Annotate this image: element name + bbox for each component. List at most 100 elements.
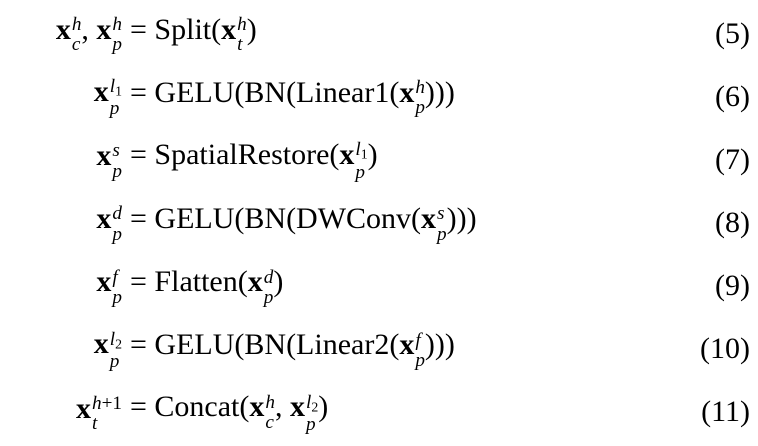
superscript: h <box>237 14 247 36</box>
equation-number: (8) <box>715 205 750 239</box>
math-text: ))) <box>446 202 477 236</box>
variable-base: x <box>421 202 437 236</box>
superscript: h <box>71 14 82 36</box>
variable-base: x <box>221 12 237 46</box>
nested-subscript: 1 <box>360 146 368 162</box>
math-text: = Flatten( <box>130 265 248 299</box>
superscript: l1 <box>355 139 368 162</box>
variable-base: x <box>289 390 305 424</box>
variable-base: x <box>93 74 109 108</box>
nested-subscript: 1 <box>115 83 122 99</box>
subscript: p <box>112 34 122 56</box>
subscript: c <box>71 34 81 56</box>
superscript: s <box>112 140 120 162</box>
math-text: = GELU(BN(DWConv( <box>130 202 422 236</box>
subscript: p <box>112 160 122 182</box>
superscript: f <box>112 266 118 288</box>
subscript: p <box>415 349 425 371</box>
superscript: d <box>263 266 274 288</box>
variable-base: x <box>399 75 415 109</box>
equation-number: (10) <box>700 332 750 366</box>
subscript: p <box>305 414 316 436</box>
variable-base: x <box>96 265 112 299</box>
subscript: p <box>355 161 365 183</box>
math-text: = GELU(BN(Linear2( <box>130 328 400 362</box>
superscript: l2 <box>305 391 319 415</box>
math-text: = SpatialRestore( <box>130 137 340 171</box>
subscript: t <box>237 34 243 56</box>
variable-base: x <box>93 327 109 361</box>
superscript: s <box>437 203 445 225</box>
equation-number: (7) <box>715 142 750 176</box>
equation-number: (6) <box>715 79 750 113</box>
math-text: = Split( <box>130 12 222 46</box>
subscript: p <box>263 286 274 308</box>
equation-number: (11) <box>701 395 750 429</box>
equation-number: (9) <box>715 269 750 303</box>
math-text: ) <box>246 12 257 46</box>
subscript: p <box>112 223 122 245</box>
math-text: , <box>81 12 97 46</box>
math-text: ) <box>273 265 284 299</box>
variable-base: x <box>399 328 415 362</box>
subscript: p <box>109 98 120 120</box>
superscript: d <box>112 203 122 225</box>
superscript: h+1 <box>91 392 122 414</box>
math-text: , <box>274 390 290 424</box>
subscript: p <box>415 97 425 119</box>
math-text: ))) <box>424 328 455 362</box>
math-text: = Concat( <box>130 390 250 424</box>
variable-base: x <box>55 12 71 46</box>
subscript: t <box>91 413 98 435</box>
superscript: l2 <box>109 328 122 352</box>
nested-subscript: 2 <box>311 399 319 415</box>
math-text: ))) <box>424 75 455 109</box>
variable-base: x <box>75 391 91 425</box>
variable-base: x <box>96 138 112 172</box>
superscript: h <box>265 391 275 413</box>
variable-base: x <box>249 390 265 424</box>
subscript: c <box>265 412 274 434</box>
